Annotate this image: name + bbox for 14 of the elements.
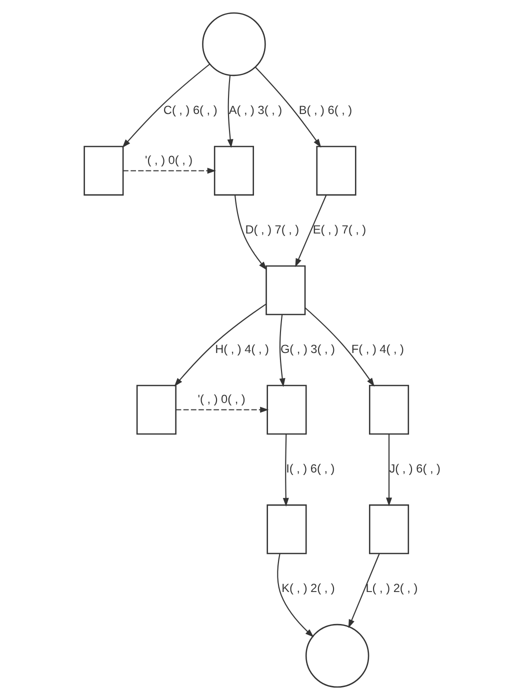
- edge-label: E( , ) 7( , ): [312, 222, 366, 236]
- edge-label: H( , ) 4( , ): [215, 342, 269, 356]
- edge-label: '( , ) 0( , ): [145, 153, 193, 168]
- edge-label: D( , ) 7( , ): [245, 222, 300, 236]
- edge-label: '( , ) 0( , ): [198, 392, 246, 406]
- edge-label: G( , ) 3( , ): [280, 342, 335, 356]
- edge-label: A( , ) 3( , ): [228, 102, 282, 117]
- edge-label: K( , ) 2( , ): [282, 581, 335, 596]
- edge-label: J( , ) 6( , ): [389, 462, 440, 476]
- edge-label: F( , ) 4( , ): [351, 342, 404, 356]
- edge-label: C( , ) 6( , ): [163, 102, 218, 117]
- edge-label: L( , ) 2( , ): [366, 581, 418, 596]
- edge-label: B( , ) 6( , ): [298, 102, 352, 117]
- edge-label: I( , ) 6( , ): [286, 462, 335, 476]
